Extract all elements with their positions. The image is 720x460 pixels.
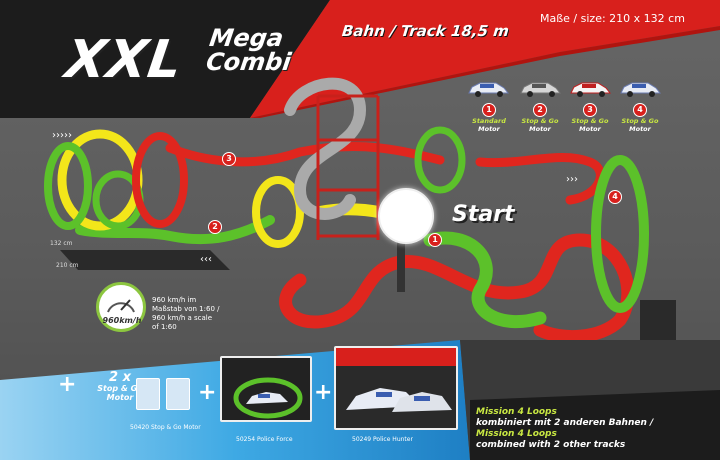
car-1: [468, 82, 510, 97]
track-red-main: [279, 233, 635, 344]
motor-3-type: Stop & Go: [571, 117, 609, 125]
mission-line-4: combined with 2 other tracks: [476, 440, 626, 450]
speed-line-4: of 1:60: [152, 323, 177, 331]
motor-3-label: Stop & Go Motor: [558, 117, 622, 133]
speedometer-needle: [107, 299, 135, 313]
track-marker-1: 1: [428, 233, 442, 247]
track-marker-2: 2: [208, 220, 222, 234]
loop-green-mid: [414, 126, 466, 194]
loop-green-right: [591, 155, 649, 313]
track-marker-4: 4: [608, 190, 622, 204]
car-4: [620, 82, 662, 97]
two-x-motor: Motor: [106, 393, 134, 402]
police-hunter-box: [334, 346, 458, 430]
dimension-depth: 132 cm: [50, 240, 73, 247]
speed-line-1: 960 km/h im: [152, 296, 197, 304]
base-mat-right: [640, 300, 676, 340]
mission-line-1: Mission 4 Loops: [476, 407, 557, 417]
track-red-curve: [475, 152, 605, 205]
motor-2-type: Stop & Go: [521, 117, 559, 125]
motor-1-word: Motor: [478, 124, 500, 133]
addon-1-caption: 50420 Stop & Go Motor: [130, 424, 201, 431]
motor-1-type: Standard: [472, 117, 506, 125]
motor-pack-1: [136, 378, 160, 410]
motor-4-type: Stop & Go: [621, 117, 659, 125]
police-force-box: [220, 356, 312, 422]
motor-3-word: Motor: [579, 124, 601, 133]
plus-sign-3: +: [314, 380, 333, 405]
addon-3-caption: 50249 Police Hunter: [352, 436, 413, 443]
loop-green-left: [44, 142, 92, 230]
track-size: Maße / size: 210 x 132 cm: [540, 12, 685, 25]
track-green-left: [75, 215, 275, 245]
motor-2-badge: 2: [533, 103, 547, 117]
speed-description: 960 km/h im Maßstab von 1:60 / 960 km/h …: [152, 296, 272, 332]
two-x-count: 2 x: [109, 370, 131, 385]
track-green-lower: [423, 231, 547, 329]
track-red-upper: [165, 142, 445, 167]
motor-2-label: Stop & Go Motor: [508, 117, 572, 133]
gauge-value: 960km/h: [102, 316, 142, 325]
police-force-art: [233, 377, 303, 419]
svg-text:›››››: ›››››: [52, 130, 72, 141]
start-circle: [378, 188, 434, 244]
mission-line-2: kombiniert mit 2 anderen Bahnen /: [476, 418, 654, 428]
track-marker-3: 3: [222, 152, 236, 166]
start-tower: [397, 196, 405, 292]
base-mat-left: [60, 250, 230, 270]
loop-red-left: [132, 132, 188, 228]
motor-1-badge: 1: [482, 103, 496, 117]
plus-sign-1: +: [58, 372, 77, 397]
police-hunter-art: [336, 348, 456, 412]
motor-3-badge: 3: [583, 103, 597, 117]
loop-yellow-small: [252, 176, 304, 248]
plus-sign-2: +: [198, 380, 217, 405]
motor-4-word: Motor: [629, 124, 651, 133]
svg-text:›››: ›››: [566, 174, 578, 185]
speed-line-3: 960 km/h a scale: [152, 314, 213, 322]
motor-pack-2: [166, 378, 190, 410]
motor-2-word: Motor: [529, 124, 551, 133]
addon-2-caption: 50254 Police Force: [236, 436, 293, 443]
mission-text: Mission 4 Loops kombiniert mit 2 anderen…: [476, 407, 716, 451]
motor-4-label: Stop & Go Motor: [608, 117, 672, 133]
mission-line-3: Mission 4 Loops: [476, 429, 557, 439]
motor-4-badge: 4: [633, 103, 647, 117]
start-label: Start: [452, 202, 515, 227]
dimension-width: 210 cm: [56, 262, 79, 269]
car-3: [570, 82, 612, 97]
two-x-motor-label: 2 x Stop & Go Motor: [85, 370, 155, 402]
svg-text:‹‹‹: ‹‹‹: [200, 254, 212, 265]
motor-1-label: Standard Motor: [457, 117, 521, 133]
speedometer-icon: [96, 282, 146, 332]
car-2: [520, 82, 562, 97]
two-x-type: Stop & Go: [97, 384, 143, 393]
speed-line-2: Maßstab von 1:60 /: [152, 305, 220, 313]
